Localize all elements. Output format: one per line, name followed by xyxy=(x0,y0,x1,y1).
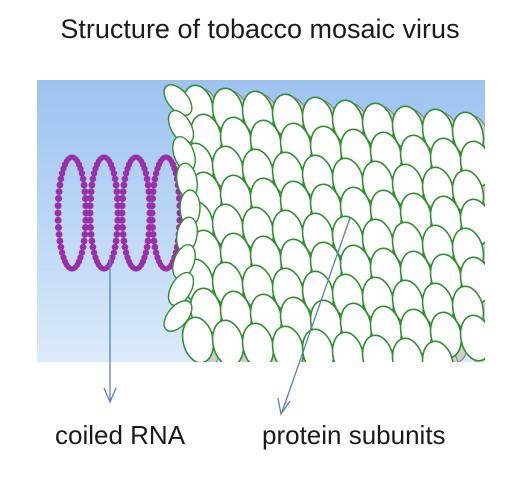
rna-loop xyxy=(86,154,122,272)
rna-loop xyxy=(54,154,90,272)
protein-subunit-edge xyxy=(163,84,193,116)
protein-subunit-edge xyxy=(167,271,195,307)
protein-subunit xyxy=(459,314,485,362)
protein-subunit-array xyxy=(163,84,485,362)
protein-subunit xyxy=(421,340,455,362)
protein-subunits-label: protein subunits xyxy=(262,420,446,450)
protein-subunit-edge xyxy=(163,300,193,332)
rna-pointer-arrow xyxy=(103,255,117,404)
protein-pointer-arrow xyxy=(277,217,351,416)
coiled-rna-label: coiled RNA xyxy=(55,420,186,450)
diagram-title: Structure of tobacco mosaic virus xyxy=(60,14,460,44)
protein-subunit-edge xyxy=(167,109,195,145)
